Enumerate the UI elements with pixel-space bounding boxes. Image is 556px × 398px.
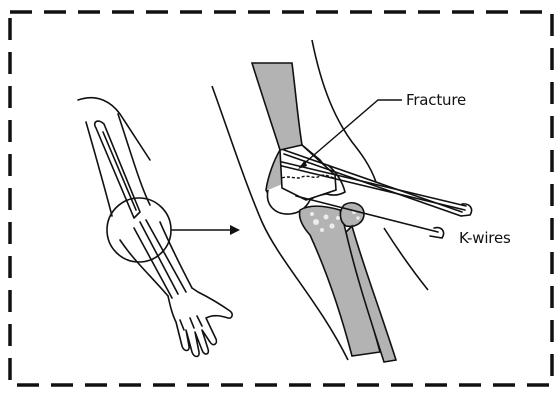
radius <box>140 222 178 294</box>
k-wire-lower-hook <box>430 228 444 238</box>
shoulder-outline <box>78 98 150 160</box>
elbow-detail <box>212 40 472 362</box>
radius-2 <box>134 228 172 298</box>
hand-finger-lines <box>180 316 202 330</box>
arm-figure <box>78 98 232 357</box>
forearm-outer <box>120 240 168 296</box>
fracture-label: Fracture <box>406 91 466 109</box>
skin-lower-right <box>384 228 428 290</box>
radius-head <box>340 203 364 227</box>
pointer-arrow-icon <box>171 225 240 235</box>
k-wires-label: K-wires <box>459 229 511 247</box>
